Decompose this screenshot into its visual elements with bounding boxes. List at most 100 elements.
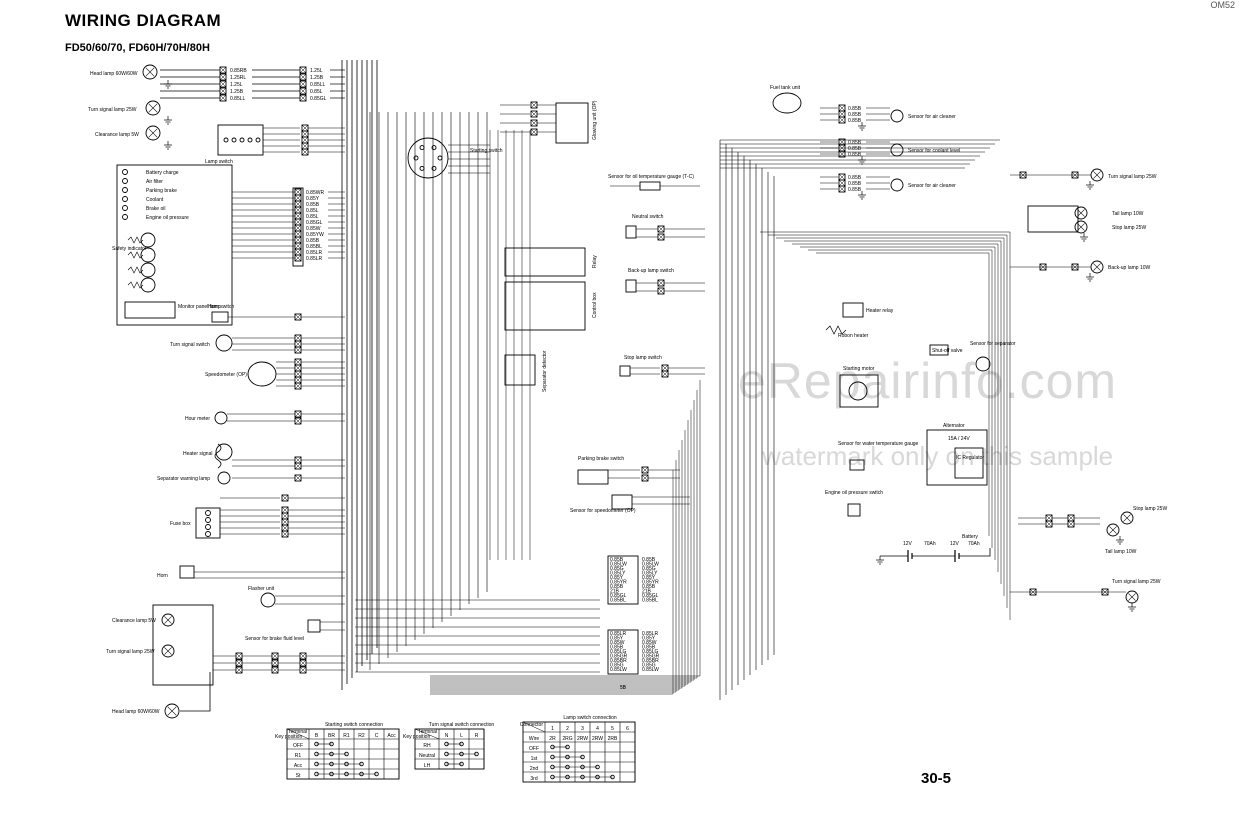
connector-block [292, 187, 304, 267]
wire-code: 0.85LR [642, 631, 659, 637]
wire [235, 652, 243, 660]
turn-signal-bottom-label: Turn signal lamp 25W [106, 649, 155, 655]
wire-code: 0.85GL [642, 593, 659, 599]
switch-terminal [431, 165, 437, 171]
wire [294, 188, 302, 196]
lamp-symbol [161, 644, 175, 658]
fuel-tank-unit-symbol [772, 92, 802, 114]
wire-code: 0.85WR [306, 190, 324, 196]
wire-code: 0.85BL [642, 598, 658, 604]
lamp-switch-table-wire: 2RB [608, 736, 618, 742]
wire-code: 0.85B [306, 238, 320, 244]
sensor-label: Sensor for coolant level [908, 148, 960, 154]
wire [430, 410, 692, 683]
lamp-symbol [164, 703, 180, 719]
wire [959, 548, 991, 557]
turn-signal-lamp-label: Turn signal lamp 25W [88, 107, 137, 113]
indicator-lamp [122, 178, 128, 184]
fuse [205, 517, 211, 523]
wire-code: 1.25L [310, 68, 323, 74]
wire-code: 0.85GL [310, 96, 327, 102]
wire [299, 66, 307, 74]
wire-code: 0.85G [610, 663, 624, 669]
flasher-unit-label: Flasher unit [248, 586, 275, 592]
wire [641, 466, 649, 474]
wire [294, 370, 302, 378]
starting-switch-label: Starting switch [470, 148, 503, 154]
wire [838, 150, 846, 158]
wire-code: 0.85BR [642, 658, 659, 664]
starting-switch-table-row: St [296, 773, 301, 779]
lamp-switch-table-column: 5 [611, 726, 614, 732]
alternator-label: Alternator [943, 423, 965, 429]
wire [301, 142, 309, 150]
switch-terminal [431, 145, 437, 151]
wire-code: 0.85BL [610, 598, 626, 604]
wire-code: 0.85B [610, 557, 624, 563]
battery-voltage: 70Ah [924, 541, 936, 547]
turn-signal-table-corner-top: Terminal [418, 729, 437, 735]
wire-code: 21B [610, 589, 620, 595]
wire-code: 0.85Y [610, 575, 624, 581]
fuse-box-label: Fuse box [170, 521, 191, 527]
stop-lamp-switch-label: Stop lamp switch [624, 355, 662, 361]
wire [167, 706, 177, 716]
wire [219, 66, 227, 74]
wire [164, 616, 172, 624]
ic-regulator-body [954, 447, 984, 479]
robon-heater-label: Robon heater [838, 333, 869, 339]
wire [294, 212, 302, 220]
wire [294, 462, 302, 470]
wire [281, 530, 289, 538]
wire [430, 380, 701, 677]
lamp-symbol [1106, 523, 1120, 537]
flasher-unit-symbol [260, 592, 276, 608]
wire [281, 518, 289, 526]
starting-switch-table-corner-top: Terminal [288, 729, 307, 735]
wire-code: 0.85G [642, 566, 656, 572]
wire [1045, 514, 1053, 522]
indicator-label: Brake oil [146, 206, 165, 212]
wire [148, 103, 158, 113]
tail-lamp-label: Tail lamp 10W [1112, 211, 1144, 217]
wire [430, 450, 680, 691]
wire [271, 652, 279, 660]
wire [1019, 171, 1027, 179]
rear-combination-connector [1027, 205, 1079, 233]
switch-contact [223, 137, 229, 143]
horn-label: Horn [157, 573, 168, 579]
horn-body [179, 565, 195, 579]
wire [294, 313, 302, 321]
wire [1109, 526, 1117, 534]
wire-code: 0.85B [848, 118, 862, 124]
switch-terminal [419, 165, 425, 171]
starting-switch-table-column: R1 [343, 733, 350, 739]
wire [299, 80, 307, 88]
switch-contact [231, 137, 237, 143]
relay-box [504, 247, 586, 277]
relay-label: Relay [592, 255, 598, 268]
wire [1071, 263, 1079, 271]
watermark: eRepairinfo.com [738, 353, 1118, 409]
robon-heater-symbol [825, 325, 847, 335]
wire [838, 104, 846, 112]
wire [281, 512, 289, 520]
resistor [127, 266, 144, 274]
speedometer-label: Speedometer (OP) [205, 372, 247, 378]
connector [299, 66, 307, 74]
wire [661, 370, 669, 378]
wire [838, 110, 846, 118]
wire [1067, 514, 1075, 522]
wire [530, 110, 538, 118]
separator-detector-body [504, 354, 536, 386]
wire [1128, 593, 1136, 601]
wire [180, 672, 211, 712]
wire [281, 506, 289, 514]
wire [1101, 588, 1109, 596]
wire [838, 144, 846, 152]
turn-signal-table-corner-bottom: Key position [403, 734, 430, 740]
starting-motor-body [839, 374, 879, 408]
back-up-switch-label: Back-up lamp switch [628, 268, 674, 274]
